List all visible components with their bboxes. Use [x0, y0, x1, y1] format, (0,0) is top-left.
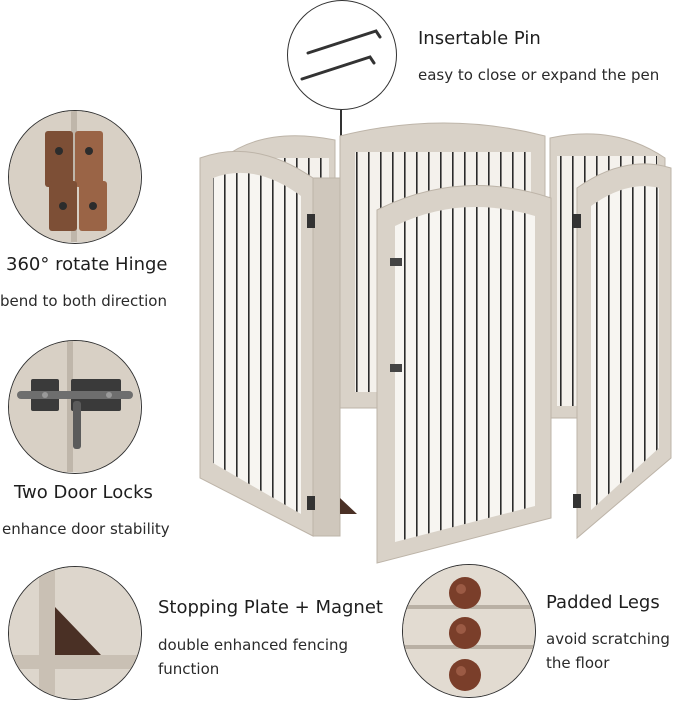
front-left-panel [199, 150, 314, 537]
pin-icon [300, 29, 382, 81]
hinge-mark [573, 214, 581, 228]
hinge-mark [307, 496, 315, 510]
plate-detail-circle [8, 566, 142, 700]
legs-subtitle-line1: avoid scratching [546, 630, 670, 648]
pin-detail-circle [287, 0, 397, 110]
locks-subtitle: enhance door stability [2, 520, 170, 538]
hinge-detail-circle [8, 110, 142, 244]
front-left-center-panel [312, 177, 341, 537]
plate-title: Stopping Plate + Magnet [158, 597, 383, 618]
hinge-mark [307, 214, 315, 228]
pin-connector-line [340, 110, 342, 160]
locks-title: Two Door Locks [14, 482, 153, 503]
hinge-subtitle: bend to both direction [0, 292, 167, 310]
padded-legs-icon [403, 565, 534, 696]
front-right-panel [576, 163, 672, 540]
legs-subtitle-line2: the floor [546, 654, 610, 672]
hinge-title: 360° rotate Hinge [6, 254, 168, 275]
locks-detail-circle [8, 340, 142, 474]
lock-icon [9, 341, 140, 472]
hinge-mark [573, 494, 581, 508]
pin-title: Insertable Pin [418, 28, 541, 49]
plate-subtitle-line2: function [158, 660, 220, 678]
stopping-plate-icon [9, 567, 140, 698]
plate-subtitle-line1: double enhanced fencing [158, 636, 349, 654]
hinge-icon [9, 111, 140, 242]
pet-gate-image [199, 122, 672, 564]
legs-title: Padded Legs [546, 592, 660, 613]
front-door-panel [376, 185, 552, 564]
stopping-plate-mark [340, 498, 357, 514]
pin-subtitle: easy to close or expand the pen [418, 66, 660, 84]
legs-detail-circle [402, 564, 536, 698]
